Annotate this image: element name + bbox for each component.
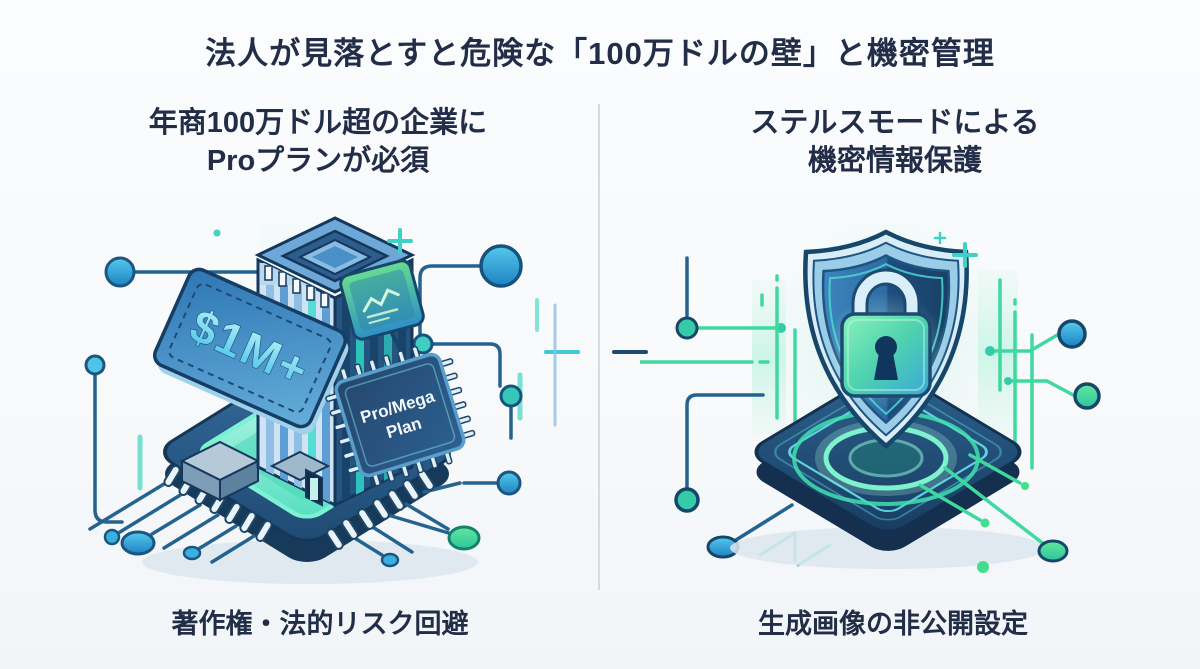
- building-illustration: $1M+: [60, 200, 560, 600]
- divider-tick-left: [544, 350, 580, 354]
- sparkle-icon: [387, 228, 413, 254]
- divider-tick-right: [612, 350, 648, 354]
- circuit-node-dot: [447, 525, 481, 551]
- circuit-node-dot: [84, 354, 106, 376]
- sparkle-icon: [933, 231, 978, 268]
- lock-icon: [824, 268, 948, 408]
- building-annex: [179, 440, 261, 502]
- left-heading-line2: Proプランが必須: [206, 145, 430, 177]
- left-panel-heading: 年商100万ドル超の企業に Proプランが必須: [18, 104, 618, 180]
- circuit-node-dot: [412, 333, 434, 355]
- circuit-trace: [918, 332, 1077, 547]
- circuit-trace: [418, 264, 513, 440]
- shield-lock-scene: [640, 205, 1101, 573]
- chip-icon: Pro/Mega Plan: [325, 345, 476, 487]
- circuit-node-dot: [1004, 377, 1012, 385]
- circuit-node-dot: [980, 518, 990, 528]
- circuit-node-dot: [674, 487, 700, 513]
- building-entrance: [269, 450, 331, 507]
- circuit-node-dot: [1037, 539, 1069, 563]
- circuit-node-dot: [675, 316, 699, 340]
- circuit-node-dot: [479, 244, 523, 288]
- left-heading-line1: 年商100万ドル超の企業に: [148, 107, 488, 139]
- chip-pins: [163, 464, 435, 550]
- circuit-node-dot: [499, 384, 523, 408]
- vertical-divider: [598, 104, 600, 590]
- sparkle-dot: [213, 229, 221, 237]
- page-title: 法人が見落とすと危険な「100万ドルの壁」と機密管理: [205, 36, 995, 71]
- circuit-node-dot: [1057, 319, 1087, 349]
- right-panel-caption: 生成画像の非公開設定: [758, 609, 1028, 639]
- circuit-node-dot: [104, 256, 136, 288]
- circuit-trace: [88, 482, 256, 564]
- right-heading-line2: 機密情報保護: [807, 145, 982, 177]
- stealth-platform: [754, 371, 1022, 551]
- shield-illustration: [640, 200, 1140, 600]
- circuit-node-dot: [1073, 382, 1101, 410]
- shield-icon: [803, 229, 969, 449]
- chart-panel-icon: [339, 259, 425, 356]
- circuit-node-dot: [985, 346, 995, 356]
- circuit-node-dot: [103, 528, 121, 546]
- circuit-node-dot: [977, 561, 989, 573]
- left-panel-caption: 著作権・法的リスク回避: [171, 609, 469, 639]
- circuit-node-dot: [120, 530, 156, 556]
- circuit-node-dot: [496, 470, 522, 496]
- building-chip-scene: $1M+: [84, 212, 557, 584]
- circuit-node-dot: [182, 545, 202, 561]
- right-heading-line1: ステルスモードによる: [750, 107, 1040, 139]
- right-panel-heading: ステルスモードによる 機密情報保護: [595, 104, 1195, 180]
- circuit-node-dot: [380, 552, 400, 568]
- platform-shadow: [142, 540, 478, 584]
- keyhole: [874, 336, 898, 380]
- revenue-sign: $1M+: [152, 267, 349, 435]
- circuit-node-dot: [1021, 482, 1029, 490]
